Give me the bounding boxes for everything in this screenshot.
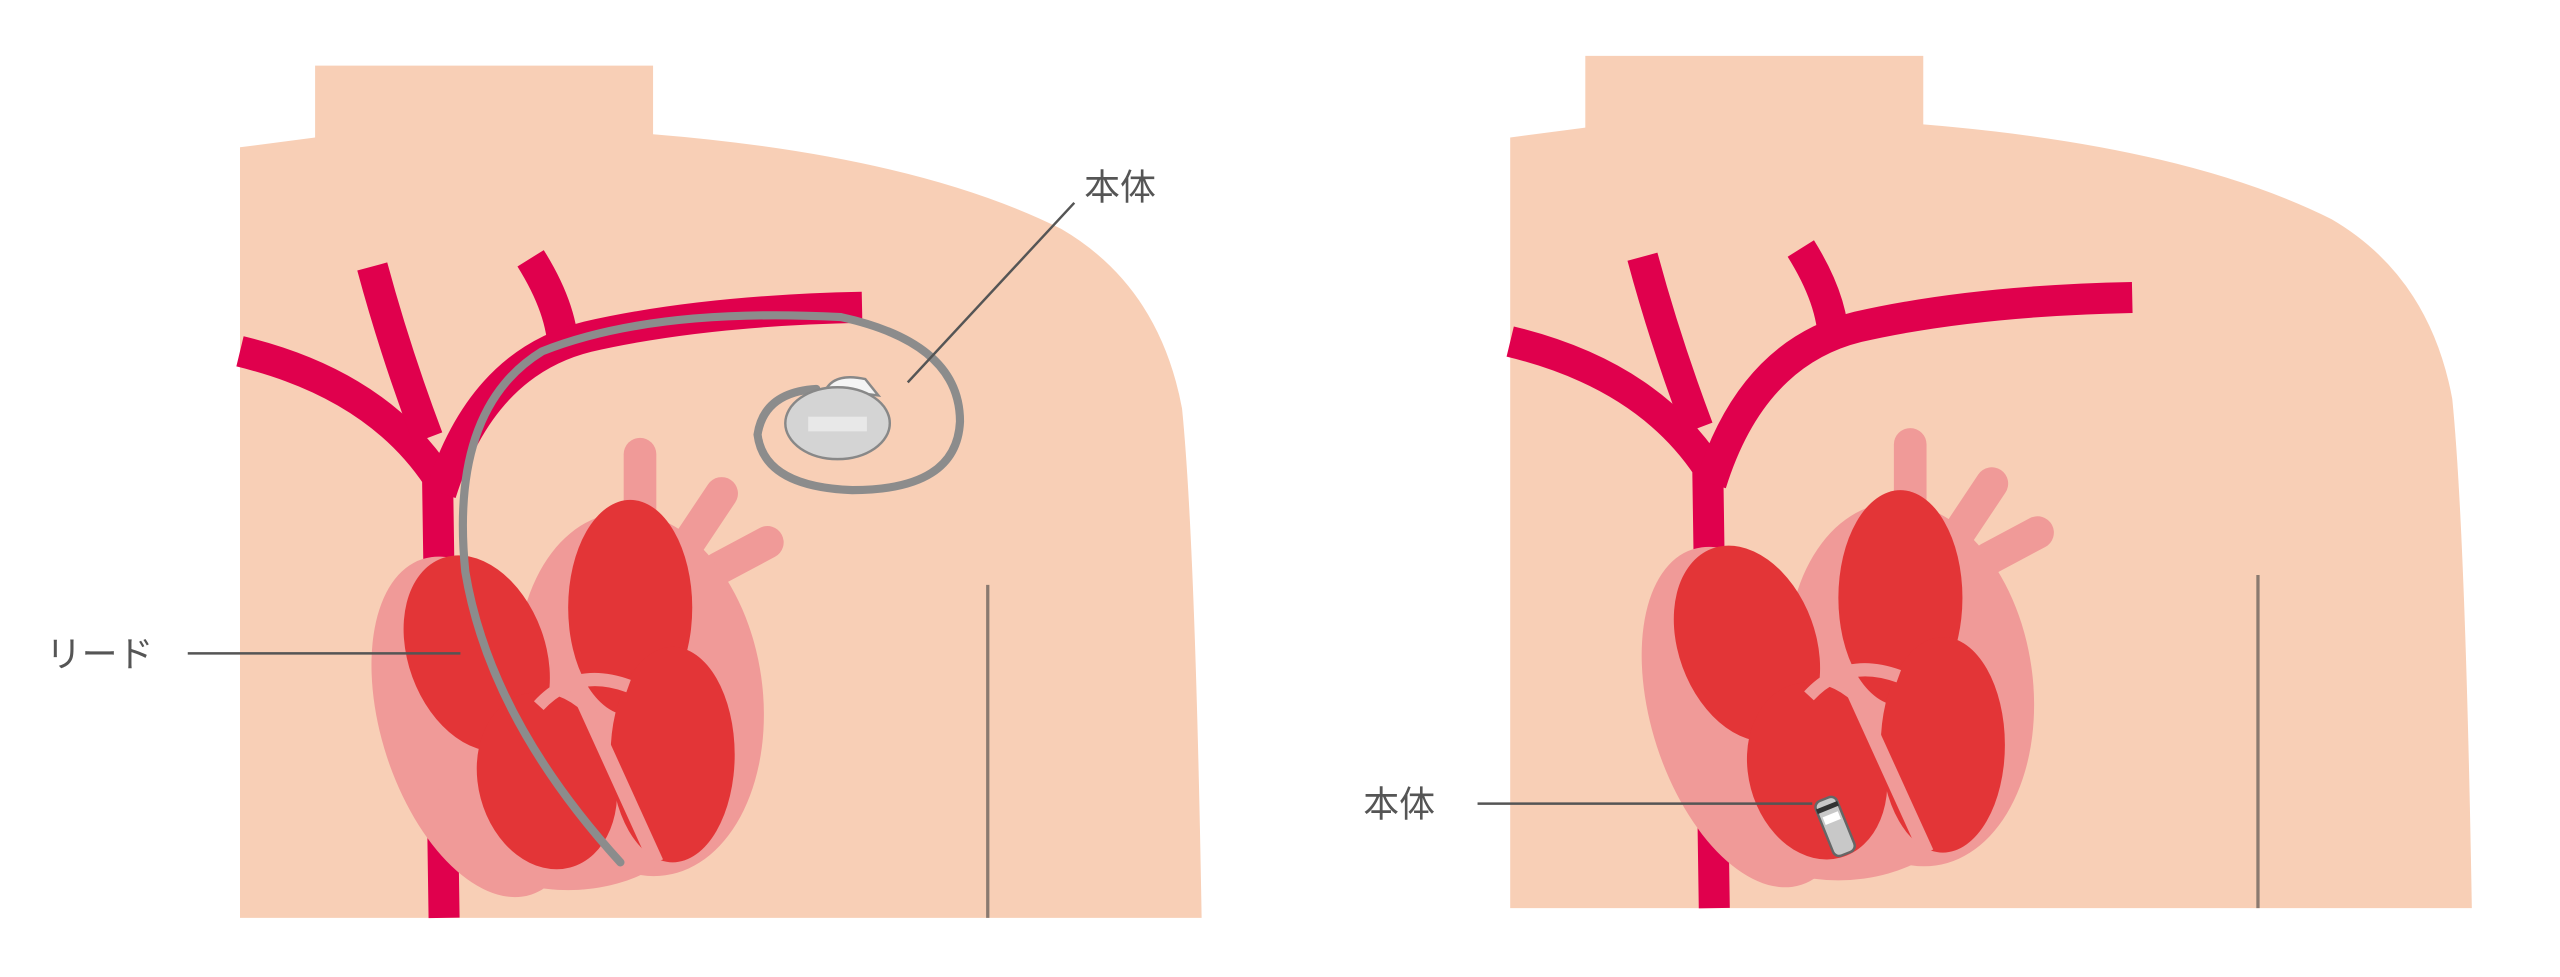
torso-with-heart-illustration: [1510, 56, 2472, 914]
left-panel-conventional-pacemaker: 本体 リード: [46, 66, 1202, 924]
device-label: 本体: [1084, 168, 1156, 209]
lead-label: リード: [46, 634, 154, 675]
pacemaker-device-icon: [784, 376, 892, 461]
leadless-pacemaker-capsule-icon: [1814, 795, 1856, 858]
device-callout-line: [906, 201, 1076, 384]
right-panel-leadless-pacemaker: 本体: [1363, 56, 2472, 914]
torso-with-heart-illustration: [240, 66, 1202, 924]
pacemaker-lead-wire: [458, 311, 965, 867]
device-label: 本体: [1363, 785, 1435, 826]
